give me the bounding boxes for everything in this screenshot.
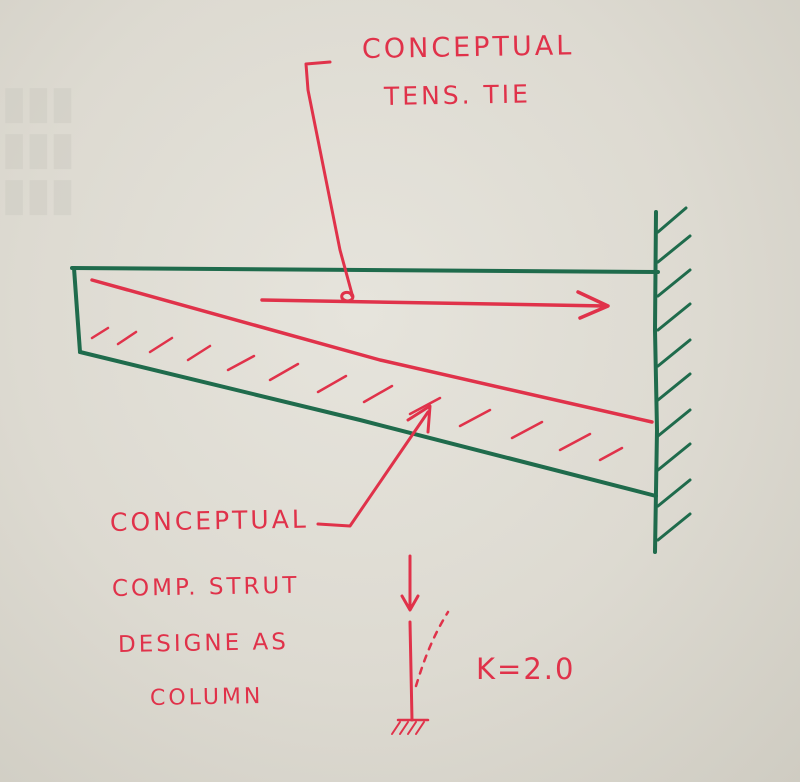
strut-label-line2: COMP. STRUT xyxy=(111,572,300,602)
cantilever-beam-outline xyxy=(70,266,660,498)
tension-tie-arrow xyxy=(260,290,610,320)
compression-strut-line xyxy=(90,278,654,424)
compression-strut-hatching xyxy=(90,326,624,462)
tension-tie-label-line2: TENS. TIE xyxy=(383,79,532,111)
buckling-column-icon xyxy=(391,554,450,735)
faint-background-marks: ▮▮▮▮▮▮▮▮▮ xyxy=(2,78,75,219)
tension-tie-leader xyxy=(304,60,355,303)
fixed-wall-support xyxy=(653,206,692,554)
compression-strut-leader xyxy=(316,404,432,528)
k-factor-label: K=2.0 xyxy=(476,652,576,686)
strut-label-line3: DESIGNE AS xyxy=(117,629,290,658)
strut-label-line4: COLUMN xyxy=(149,684,264,711)
strut-label-line1: CONCEPTUAL xyxy=(109,504,309,537)
tension-tie-label-line1: CONCEPTUAL xyxy=(361,30,575,65)
